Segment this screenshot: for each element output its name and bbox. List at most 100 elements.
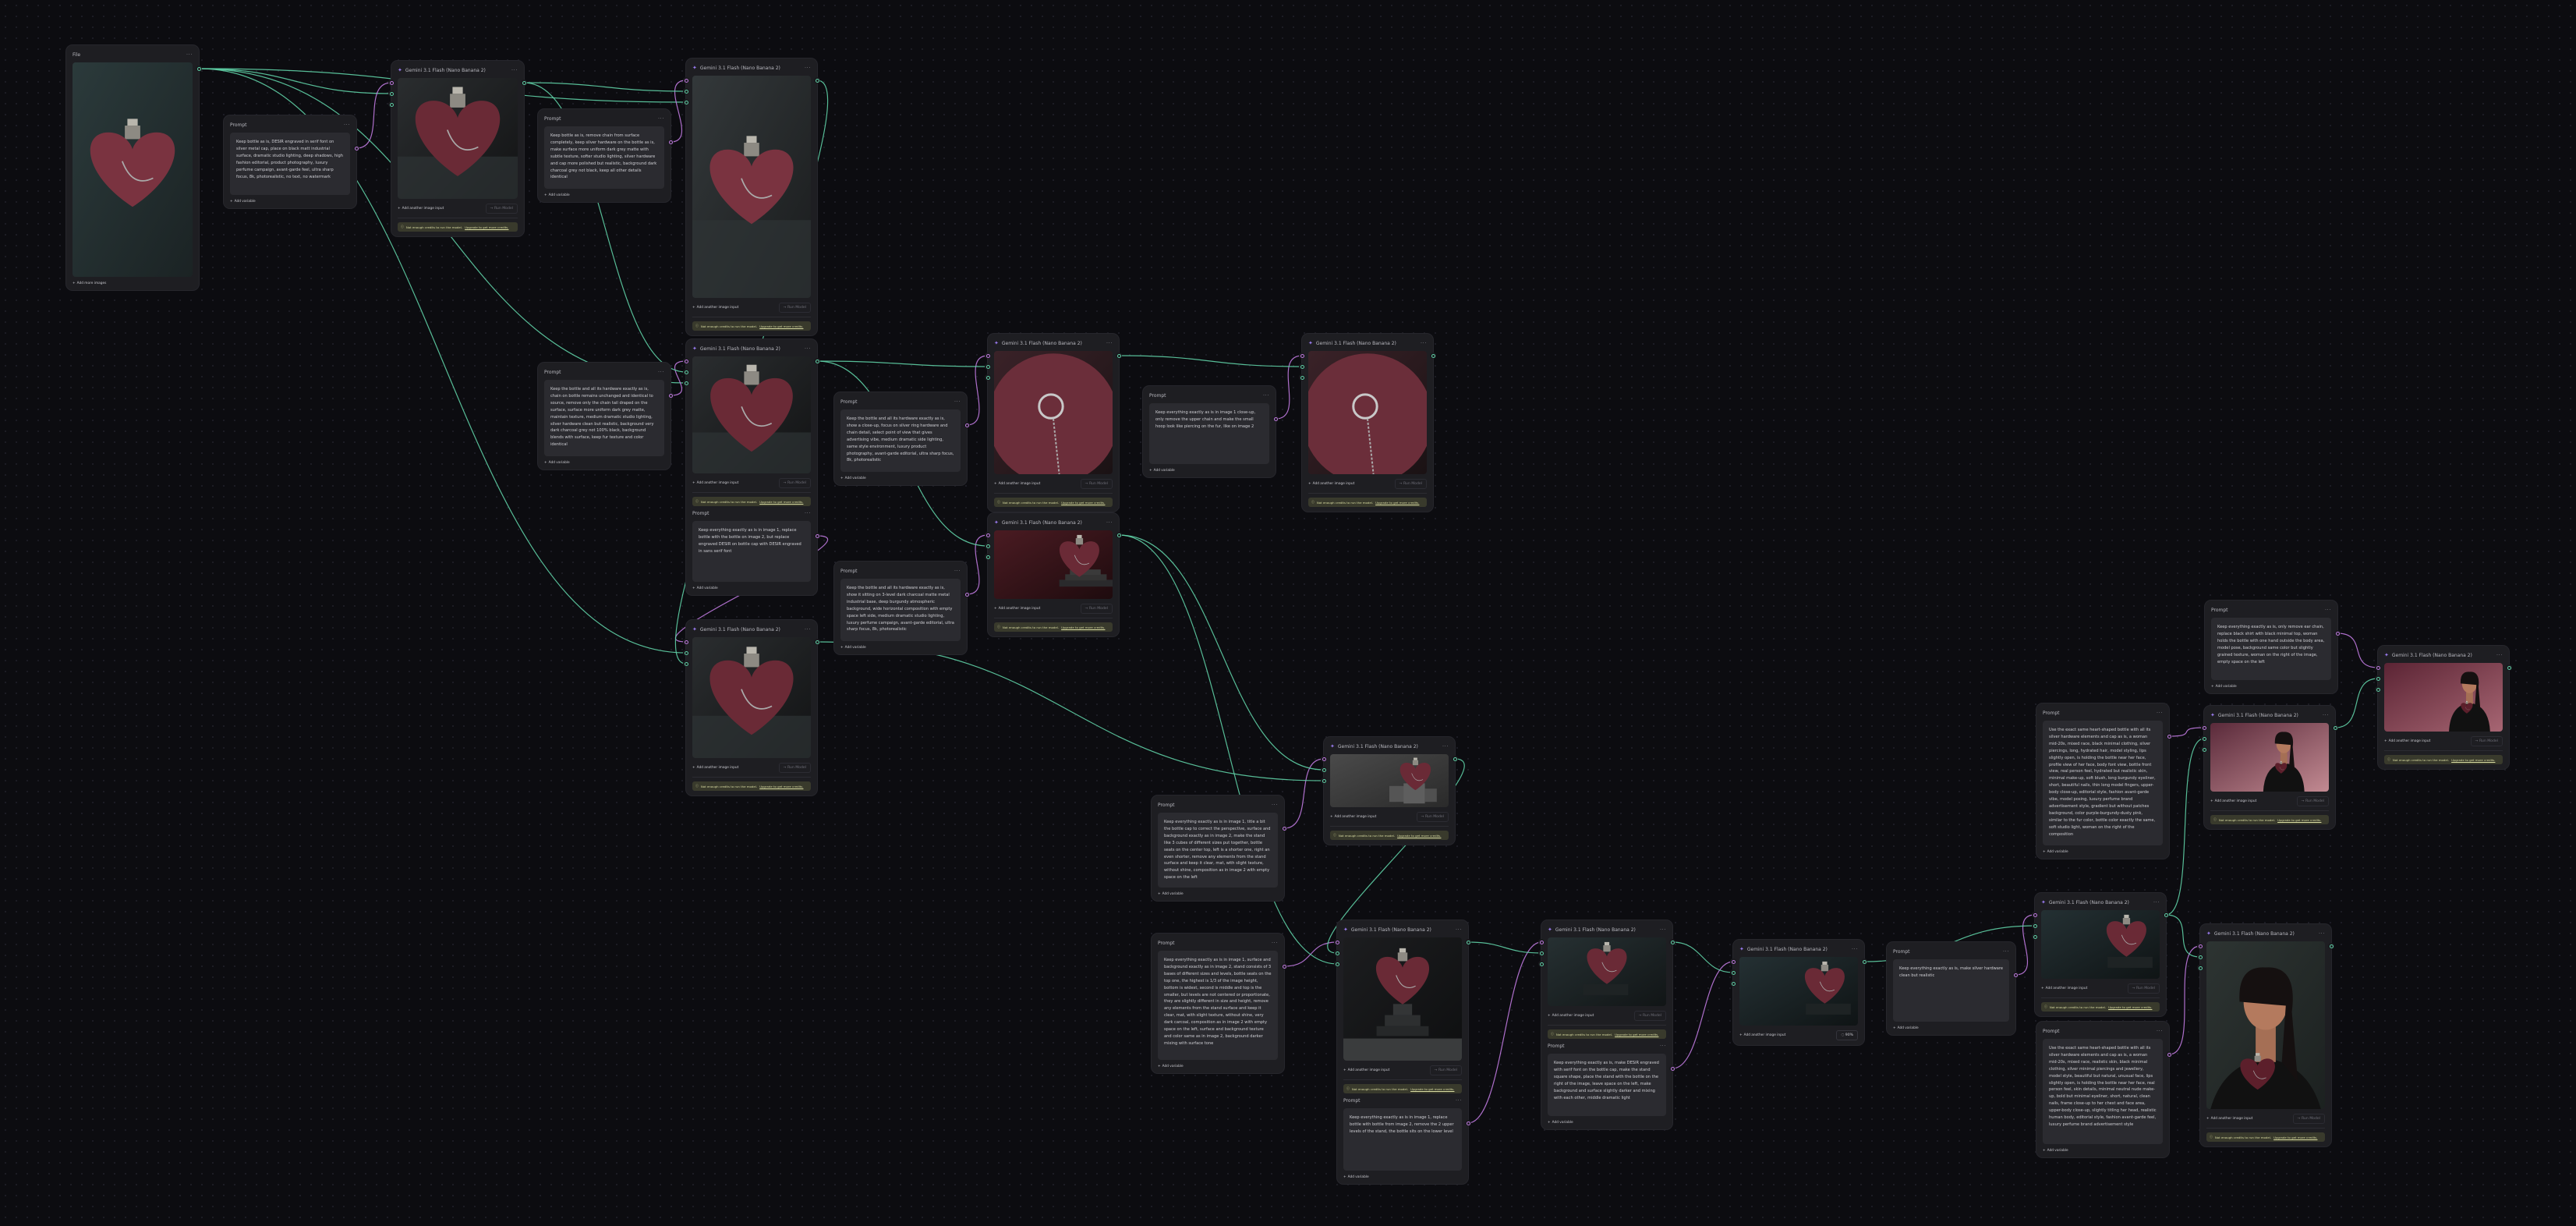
add-variable-button[interactable]: +Add variable [692,586,718,590]
node-header[interactable]: Prompt··· [1548,1042,1666,1050]
node-header[interactable]: Prompt··· [2211,606,2331,614]
node-header[interactable]: Prompt··· [2043,709,2163,717]
output-port[interactable] [1116,532,1122,538]
output-port[interactable] [2328,943,2334,949]
run-model-button[interactable]: → Run Model [2296,796,2329,806]
upgrade-link[interactable]: Upgrade to get more credits. [1615,1032,1659,1036]
uploaded-image[interactable] [73,62,193,277]
more-dots-icon[interactable]: ··· [657,115,664,122]
add-variable-button[interactable]: +Add variable [2211,685,2237,689]
prompt-text[interactable]: Keep everything exactly as is in image 1… [692,521,811,582]
attached-prompt[interactable]: Prompt···Keep everything exactly as is i… [1343,1097,1471,1179]
more-dots-icon[interactable]: ··· [2153,899,2160,905]
prompt-input-port[interactable] [1334,939,1340,945]
image-input-port[interactable] [683,369,689,375]
more-dots-icon[interactable]: ··· [1659,1043,1666,1049]
prompt-node[interactable]: Prompt···Keep the bottle and all its har… [834,562,970,654]
output-port[interactable] [521,80,527,86]
prompt-output-port[interactable] [964,591,970,597]
attached-prompt[interactable]: Prompt···Keep everything exactly as is i… [692,509,820,590]
node-header[interactable]: Prompt··· [2043,1027,2163,1035]
image-input-port-2[interactable] [683,99,689,105]
generated-image[interactable] [994,351,1113,474]
prompt-text[interactable]: Keep everything exactly as is, make DESI… [1548,1054,1666,1116]
more-dots-icon[interactable]: ··· [804,510,811,516]
prompt-output-port[interactable] [814,533,820,539]
image-edge[interactable] [1672,941,1734,973]
add-variable-button[interactable]: +Add variable [2043,1149,2068,1153]
node-header[interactable]: ✦Gemini 3.1 Flash (Nano Banana 2)··· [2206,930,2325,937]
more-dots-icon[interactable]: ··· [1271,940,1278,946]
prompt-edge[interactable] [1672,961,1734,1069]
node-header[interactable]: Prompt··· [1893,948,2009,955]
prompt-text[interactable]: Keep bottle as is, DESIR engraved in ser… [230,133,350,195]
model-node[interactable]: ✦Gemini 3.1 Flash (Nano Banana 2)··· +Ad… [388,61,527,236]
prompt-text[interactable]: Keep the bottle and all its hardware exa… [840,579,961,641]
generated-image[interactable] [692,356,811,473]
add-image-input-button[interactable]: +Add another image input [994,607,1040,611]
prompt-input-port[interactable] [1538,939,1545,945]
run-model-button[interactable]: → Run Model [778,478,811,488]
add-variable-button[interactable]: +Add variable [1548,1121,1573,1125]
more-dots-icon[interactable]: ··· [1851,946,1858,952]
image-input-port-2[interactable] [1538,961,1545,967]
add-image-input-button[interactable]: +Add another image input [2384,739,2430,743]
more-dots-icon[interactable]: ··· [186,51,193,58]
node-header[interactable]: ✦Gemini 3.1 Flash (Nano Banana 2)··· [1308,339,1427,347]
prompt-edge[interactable] [2168,945,2201,1055]
prompt-edge[interactable] [1275,355,1303,420]
add-variable-button[interactable]: +Add variable [1158,892,1184,896]
add-variable-button[interactable]: +Add variable [840,646,866,650]
add-variable-button[interactable]: +Add variable [544,193,570,197]
run-model-button[interactable]: → Run Model [1633,1011,1666,1021]
prompt-edge[interactable] [356,82,392,149]
node-header[interactable]: ✦Gemini 3.1 Flash (Nano Banana 2)··· [1739,945,1858,953]
prompt-text[interactable]: Use the exact same heart-shaped bottle w… [2043,1039,2163,1144]
prompt-input-port[interactable] [2197,943,2203,949]
image-input-port[interactable] [2201,735,2207,742]
more-dots-icon[interactable]: ··· [954,399,961,405]
image-input-port-2[interactable] [2032,934,2038,940]
add-variable-button[interactable]: +Add variable [1343,1175,1369,1179]
image-edge[interactable] [1118,355,1303,367]
prompt-input-port[interactable] [1321,756,1327,762]
add-image-input-button[interactable]: +Add another image input [1330,815,1376,819]
model-node[interactable]: ✦Gemini 3.1 Flash (Nano Banana 2)··· +Ad… [683,620,820,795]
image-input-port[interactable] [1730,969,1736,976]
prompt-node[interactable]: Prompt···Keep everything exactly as is, … [2205,601,2341,693]
add-variable-button[interactable]: +Add variable [1893,1026,1919,1030]
model-node[interactable]: ✦Gemini 3.1 Flash (Nano Banana 2)··· +Ad… [2197,924,2334,1146]
model-node[interactable]: ✦Gemini 3.1 Flash (Nano Banana 2)··· +Ad… [1321,737,1458,845]
prompt-edge[interactable] [1283,758,1325,829]
node-header[interactable]: ✦Gemini 3.1 Flash (Nano Banana 2)··· [1343,926,1462,934]
node-header[interactable]: ✦Gemini 3.1 Flash (Nano Banana 2)··· [1330,742,1449,750]
prompt-input-port[interactable] [683,358,689,364]
model-node[interactable]: ✦Gemini 3.1 Flash (Nano Banana 2)··· +Ad… [1538,920,1675,1129]
node-header[interactable]: Prompt··· [544,115,664,122]
image-edge[interactable] [2165,738,2205,916]
more-dots-icon[interactable]: ··· [2002,948,2009,955]
add-variable-button[interactable]: +Add variable [544,461,570,465]
generated-image[interactable] [398,78,518,199]
more-dots-icon[interactable]: ··· [2322,712,2329,718]
node-header[interactable]: Prompt··· [230,121,350,129]
model-node[interactable]: ✦Gemini 3.1 Flash (Nano Banana 2)··· +Ad… [2375,646,2512,769]
run-model-button[interactable]: → Run Model [2127,983,2160,994]
model-node[interactable]: ✦Gemini 3.1 Flash (Nano Banana 2)··· +Ad… [2032,893,2169,1016]
model-node[interactable]: ✦Gemini 3.1 Flash (Nano Banana 2)··· +Ad… [985,513,1122,636]
generated-image[interactable] [1330,754,1449,807]
image-input-port-2[interactable] [1321,778,1327,784]
image-input-port[interactable] [1538,950,1545,956]
prompt-input-port[interactable] [2375,664,2381,671]
prompt-node[interactable]: Prompt···Keep everything exactly as is, … [1887,942,2019,1035]
add-variable-button[interactable]: +Add variable [2043,850,2068,854]
output-port[interactable] [1669,939,1675,945]
image-input-port[interactable] [985,363,991,370]
image-input-port-2[interactable] [985,554,991,560]
prompt-output-port[interactable] [1281,963,1287,969]
add-variable-button[interactable]: +Add variable [1158,1065,1184,1068]
more-dots-icon[interactable]: ··· [804,345,811,352]
add-variable-button[interactable]: +Add variable [1149,469,1175,473]
prompt-output-port[interactable] [1272,416,1279,422]
node-header[interactable]: File··· [73,51,193,58]
